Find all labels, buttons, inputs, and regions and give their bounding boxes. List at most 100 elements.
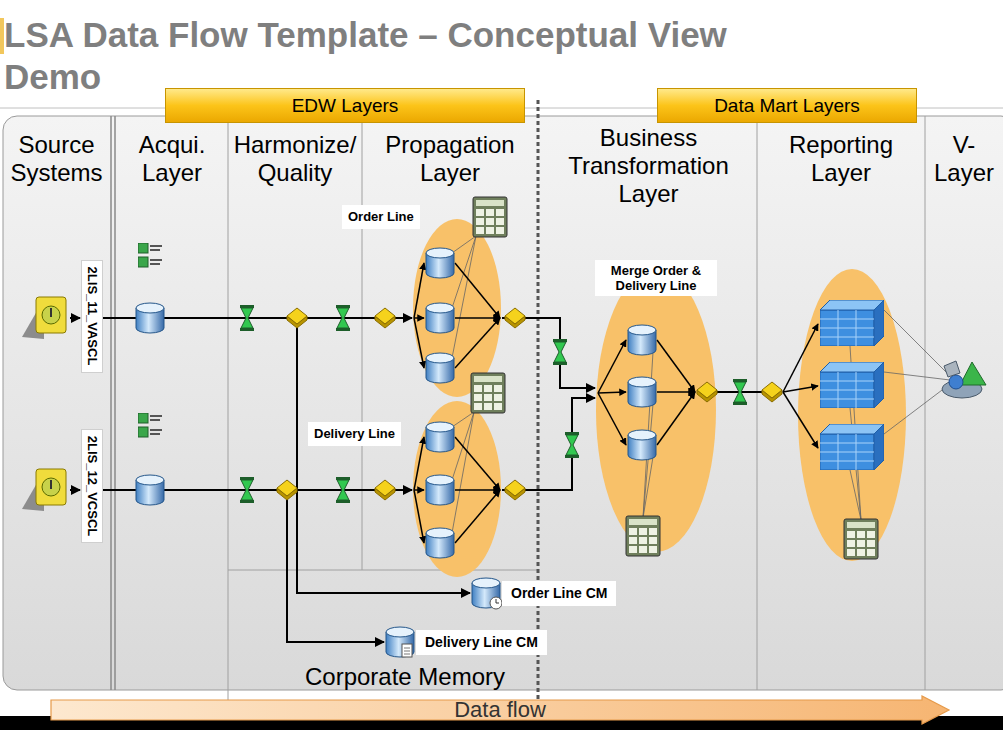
transformation-matrix-icon xyxy=(626,516,660,556)
transformation-matrix-icon xyxy=(473,197,507,237)
reporting-ellipse xyxy=(798,269,906,561)
propagation-ellipse: Order Line xyxy=(412,218,502,398)
transformation-diamond xyxy=(287,308,307,328)
merge-dso xyxy=(628,430,656,460)
merge-heading-box: Merge Order & Delivery Line xyxy=(595,260,717,296)
merge-dso xyxy=(628,377,656,407)
cube-arrow xyxy=(783,392,818,448)
layer-heading: Propagation Layer xyxy=(362,131,538,187)
layer-heading-text: Propagation Layer xyxy=(362,131,538,187)
layer-heading-text: V- Layer xyxy=(927,131,1001,187)
source-system-icon xyxy=(22,469,66,511)
transformation-diamond xyxy=(762,382,782,402)
rotated-text-holder: 2LIS_11_VASCL xyxy=(84,267,100,366)
merge-ellipse-shape xyxy=(595,268,717,553)
dso-out-arrow xyxy=(455,317,500,319)
virtual-layer-lines xyxy=(884,310,950,434)
dso-in-arrow xyxy=(414,489,424,491)
infocube-icon xyxy=(820,300,884,346)
layer-heading-text: Corporate Memory xyxy=(290,663,520,691)
transformation-diamond xyxy=(697,382,717,402)
clock-hands xyxy=(496,599,499,603)
column-divider xyxy=(110,116,112,690)
ellipse-heading: Order Line xyxy=(348,209,414,225)
ellipse-heading: Delivery Line xyxy=(314,426,395,442)
memory-label-box: Order Line CM xyxy=(502,581,616,606)
transformation-matrix-icon xyxy=(844,519,878,559)
matrix-line xyxy=(643,457,653,518)
acquisition-dso xyxy=(136,475,164,505)
dso-out-arrow xyxy=(455,490,500,543)
edw-datamart-separator xyxy=(537,100,540,704)
infocube-icon xyxy=(820,424,884,470)
ellipse-heading-box: Order Line xyxy=(342,205,420,229)
layer-heading: Source Systems xyxy=(0,131,113,187)
propagation-ellipse-shape xyxy=(412,400,502,578)
rotated-text-holder: 2LIS_12_VCSCL xyxy=(84,436,100,536)
transformation-diamond xyxy=(505,480,525,500)
propagation-dso xyxy=(426,422,454,452)
acquisition-dso xyxy=(136,303,164,333)
transformation-diamond xyxy=(505,308,525,328)
slide-title: LSA Data Flow Template – Conceptual View… xyxy=(4,14,794,98)
datasource-box: 2LIS_12_VCSCL xyxy=(81,429,103,543)
column-divider xyxy=(114,116,116,690)
orange-ellipse xyxy=(413,401,501,577)
dtp-hourglass xyxy=(336,477,350,503)
propagation-ellipse: Delivery Line xyxy=(412,400,502,578)
layer-panel xyxy=(3,116,1003,690)
transformation-diamond xyxy=(375,308,395,328)
matrix-line xyxy=(452,412,474,427)
transformation-diamond xyxy=(375,480,395,500)
virtual-provider-icon xyxy=(942,361,986,398)
data-flow-arrow: Data flow xyxy=(50,695,950,725)
memory-label: Delivery Line CM xyxy=(425,634,538,651)
corporate-memory-store: Delivery Line CM xyxy=(384,624,547,660)
infocube-icon xyxy=(820,362,884,408)
datasource-icon xyxy=(138,243,162,267)
propagation-dso xyxy=(426,353,454,383)
column-divider xyxy=(362,116,363,570)
title-accent xyxy=(0,18,4,54)
propagation-dso xyxy=(426,303,454,333)
layer-heading: Acqui. Layer xyxy=(116,131,228,187)
dso-in-arrow xyxy=(414,437,424,490)
dso-in-arrow xyxy=(598,393,626,445)
dso-out-arrow xyxy=(455,263,500,318)
matrix-line xyxy=(452,236,476,358)
layer-heading-text: Source Systems xyxy=(0,131,113,187)
ellipse-heading-box: Delivery Line xyxy=(308,422,401,446)
source-system-icon xyxy=(22,297,66,339)
transformation-matrix-icon xyxy=(471,373,505,413)
title-block: LSA Data Flow Template – Conceptual View… xyxy=(4,14,794,98)
datasource-box: 2LIS_11_VASCL xyxy=(81,260,103,373)
layer-heading: Harmonize/ Quality xyxy=(228,131,362,187)
dtp-hourglass xyxy=(553,339,567,365)
propagation-dso xyxy=(426,475,454,505)
layer-banner: EDW Layers xyxy=(165,88,525,123)
flow-arrow-outline xyxy=(51,696,949,724)
layer-heading: V- Layer xyxy=(927,131,1001,187)
dso-in-arrow xyxy=(598,340,626,393)
layer-banner: Data Mart Layers xyxy=(657,88,917,123)
dtp-hourglass xyxy=(240,477,254,503)
flow-label: Data flow xyxy=(50,695,950,725)
memory-icon xyxy=(470,575,504,611)
column-divider xyxy=(757,116,758,690)
layer-heading: Reporting Layer xyxy=(760,131,922,187)
matrix-line xyxy=(643,404,653,518)
dtp-hourglass xyxy=(733,379,747,405)
dso-in-arrow xyxy=(414,318,424,368)
dso-out-arrow xyxy=(657,391,695,393)
dtp-hourglass xyxy=(336,305,350,331)
propagation-ellipse-shape xyxy=(412,218,502,398)
memory-cylinder xyxy=(472,578,500,608)
document-icon xyxy=(402,644,412,657)
dso-out-arrow xyxy=(657,392,695,445)
orange-ellipse xyxy=(596,269,716,552)
dso-in-arrow xyxy=(414,490,424,543)
flow-connector xyxy=(103,490,384,642)
source-arrow xyxy=(70,317,80,319)
memory-label-box: Delivery Line CM xyxy=(416,630,547,655)
